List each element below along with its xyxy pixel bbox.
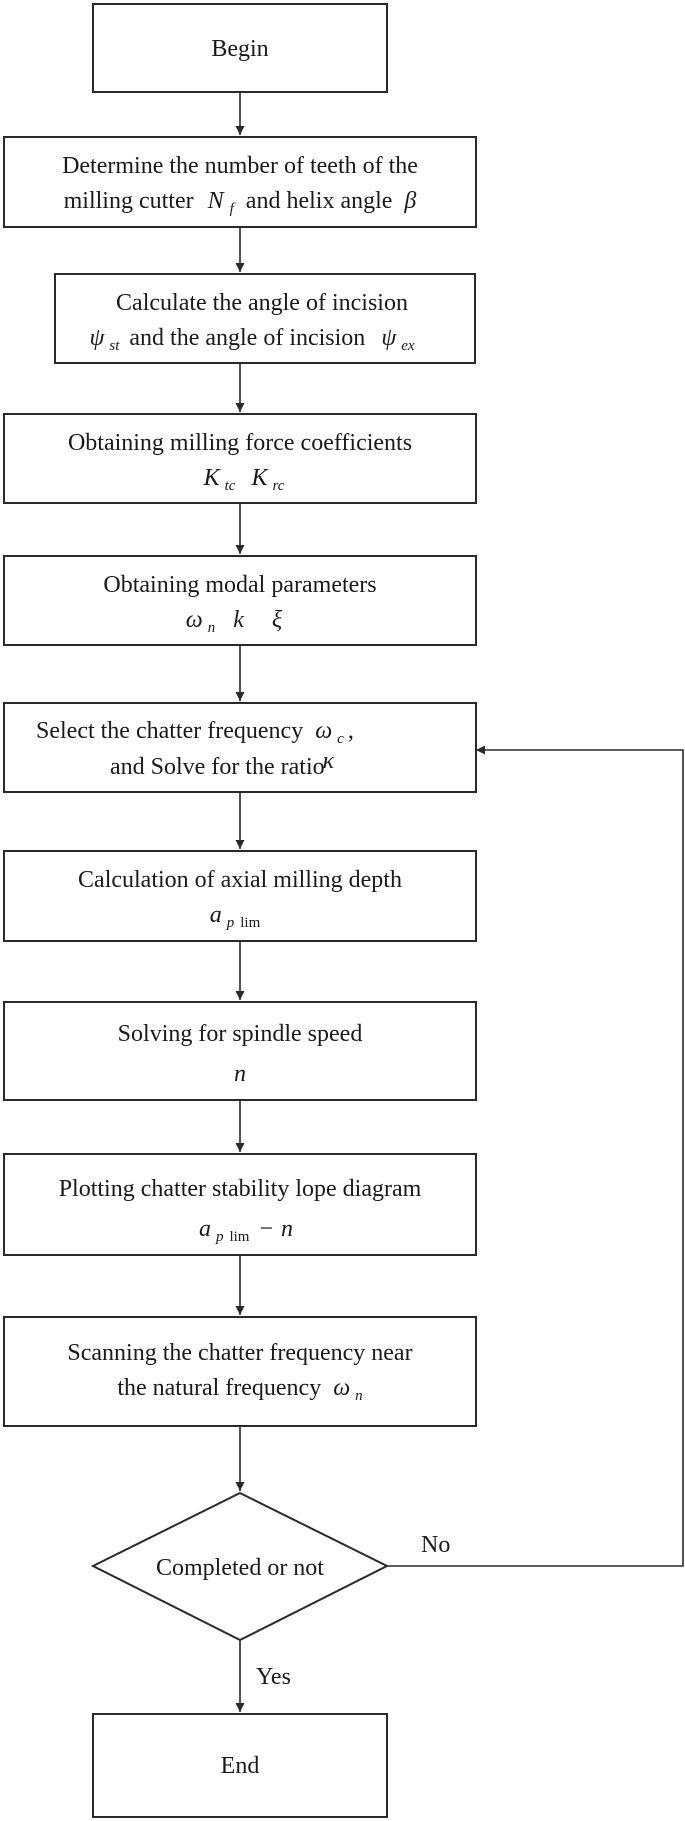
force-line1: Obtaining milling force coefficients	[68, 430, 412, 456]
scan-line1: Scanning the chatter frequency near	[67, 1340, 412, 1366]
speed-line1: Solving for spindle speed	[118, 1021, 363, 1047]
arrow-no-loop	[387, 745, 684, 1567]
scan-line2: the natural frequency ω n	[117, 1375, 362, 1404]
node-force-coefficients: Obtaining milling force coefficients K t…	[3, 413, 477, 504]
plot-symbols: a p lim − n	[199, 1216, 293, 1245]
node-begin: Begin	[92, 3, 388, 93]
node-end: End	[92, 1713, 388, 1818]
connectors	[235, 92, 684, 1712]
node-spindle-speed: Solving for spindle speed n	[3, 1001, 477, 1101]
chatter-line1: Select the chatter frequency ω c ,	[36, 718, 354, 747]
speed-symbol: n	[234, 1061, 246, 1087]
node-modal-parameters: Obtaining modal parameters ω n k ξ	[3, 555, 477, 646]
begin-label: Begin	[211, 36, 268, 62]
force-symbols: K tc K rc	[203, 465, 285, 494]
edge-label-yes: Yes	[256, 1664, 291, 1690]
angle-line2: ψ st and the angle of incision ψ ex	[89, 325, 414, 354]
depth-symbols: a p lim	[210, 902, 261, 931]
edge-label-no: No	[421, 1532, 450, 1558]
teeth-line1: Determine the number of teeth of the	[62, 153, 418, 179]
node-angle-of-incision: Calculate the angle of incision ψ st and…	[54, 273, 476, 364]
node-chatter-frequency: Select the chatter frequency ω c , and S…	[3, 702, 477, 793]
depth-line1: Calculation of axial milling depth	[78, 867, 402, 893]
node-scan-frequency: Scanning the chatter frequency near the …	[3, 1316, 477, 1427]
node-stability-diagram: Plotting chatter stability lope diagram …	[3, 1153, 477, 1256]
decision-label: Completed or not	[156, 1555, 324, 1581]
chatter-line2: and Solve for the ratio κ	[110, 748, 335, 780]
node-axial-milling-depth: Calculation of axial milling depth a p l…	[3, 850, 477, 942]
node-teeth-helix: Determine the number of teeth of the mil…	[3, 136, 477, 228]
node-decision: Completed or not	[90, 1491, 390, 1642]
modal-symbols: ω n k ξ	[186, 607, 283, 636]
modal-line1: Obtaining modal parameters	[103, 572, 376, 598]
teeth-line2: milling cutter N f and helix angle β	[64, 188, 417, 217]
end-label: End	[221, 1753, 260, 1779]
angle-line1: Calculate the angle of incision	[116, 290, 408, 316]
plot-line1: Plotting chatter stability lope diagram	[59, 1176, 422, 1202]
